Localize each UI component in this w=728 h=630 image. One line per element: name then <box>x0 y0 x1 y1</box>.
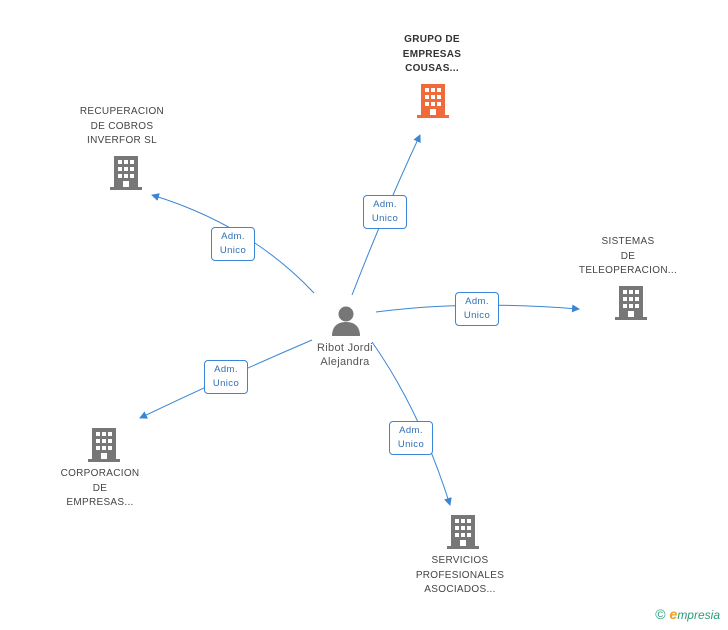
company-servicios-line3: ASOCIADOS... <box>424 584 496 595</box>
company-corporacion-line1: CORPORACION <box>60 468 140 479</box>
relation-badge-line1: Adm. <box>221 231 245 242</box>
company-sistemas-line3: TELEOPERACION... <box>578 265 678 276</box>
building-icon[interactable] <box>447 515 479 549</box>
relation-badge-servicios[interactable]: Adm. Unico <box>389 421 433 455</box>
relation-badge-line2: Unico <box>371 213 399 224</box>
building-icon[interactable] <box>88 428 120 462</box>
company-sistemas[interactable]: SISTEMAS DE TELEOPERACION... <box>563 235 693 279</box>
person-name-line2: Alejandra <box>320 356 370 368</box>
relation-badge-line1: Adm. <box>465 296 489 307</box>
relation-badge-grupo[interactable]: Adm. Unico <box>363 195 407 229</box>
company-corporacion[interactable]: CORPORACION DE EMPRESAS... <box>35 467 165 511</box>
relation-badge-line2: Unico <box>463 310 491 321</box>
company-servicios[interactable]: SERVICIOS PROFESIONALES ASOCIADOS... <box>395 554 525 598</box>
company-sistemas-line2: DE <box>620 250 636 262</box>
company-recuperacion[interactable]: RECUPERACION DE COBROS INVERFOR SL <box>57 105 187 149</box>
brand-rest: mpresia <box>677 608 720 622</box>
brand-e: e <box>669 606 678 622</box>
building-icon[interactable] <box>615 286 647 320</box>
company-recuperacion-line2: DE COBROS <box>90 120 154 132</box>
building-icon[interactable] <box>110 156 142 190</box>
company-servicios-line1: SERVICIOS <box>431 555 489 566</box>
person-icon[interactable] <box>332 306 360 336</box>
person-name[interactable]: Ribot Jordi Alejandra <box>300 341 390 369</box>
company-servicios-line2: PROFESIONALES <box>415 569 505 581</box>
relation-badge-sistemas[interactable]: Adm. Unico <box>455 292 499 326</box>
company-grupo-line3: COUSAS... <box>405 63 459 74</box>
person-name-line1: Ribot Jordi <box>317 342 373 354</box>
relation-badge-line1: Adm. <box>399 425 423 436</box>
company-grupo-line1: GRUPO DE <box>404 34 460 45</box>
relation-badge-line2: Unico <box>219 245 247 256</box>
relation-badge-line1: Adm. <box>373 199 397 210</box>
relation-badge-line2: Unico <box>397 439 425 450</box>
company-sistemas-line1: SISTEMAS <box>601 236 655 247</box>
copyright-icon: © <box>655 606 666 622</box>
company-recuperacion-line1: RECUPERACION <box>79 106 165 117</box>
company-corporacion-line3: EMPRESAS... <box>66 497 134 508</box>
edge-to-servicios <box>371 341 452 506</box>
relation-badge-line1: Adm. <box>214 364 238 375</box>
company-grupo-line2: EMPRESAS <box>402 48 462 60</box>
relation-badge-line2: Unico <box>212 378 240 389</box>
company-corporacion-line2: DE <box>92 482 108 494</box>
brand-logo: ©empresia <box>655 606 720 622</box>
building-icon[interactable] <box>417 84 449 118</box>
relation-badge-recuperacion[interactable]: Adm. Unico <box>211 227 255 261</box>
company-recuperacion-line3: INVERFOR SL <box>87 135 157 146</box>
company-grupo[interactable]: GRUPO DE EMPRESAS COUSAS... <box>367 33 497 77</box>
relation-badge-corporacion[interactable]: Adm. Unico <box>204 360 248 394</box>
